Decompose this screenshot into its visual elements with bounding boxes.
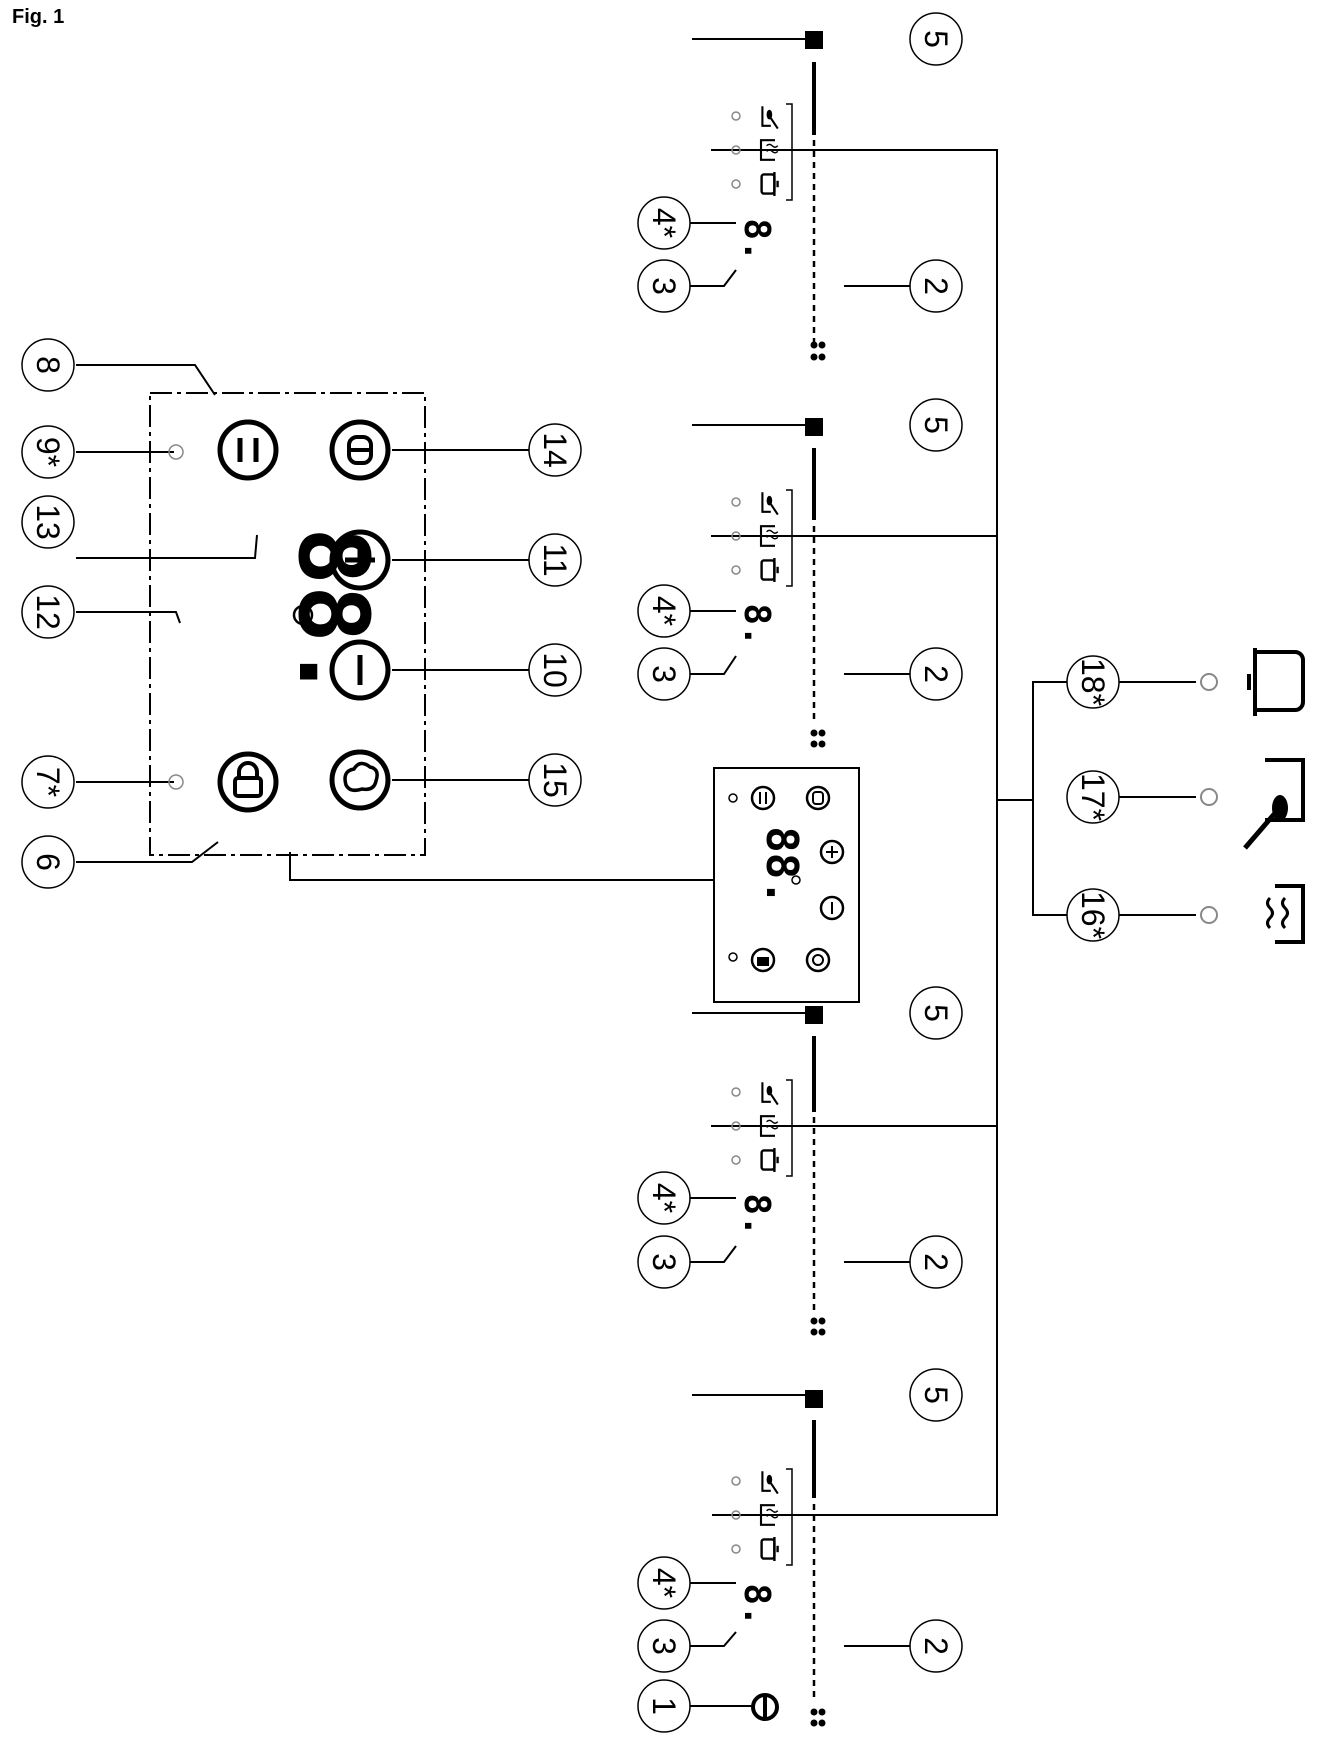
svg-text:10: 10 — [537, 652, 573, 688]
callout-4: 4* — [637, 196, 691, 250]
svg-text:13: 13 — [30, 504, 66, 540]
svg-text:18*: 18* — [1075, 658, 1111, 706]
svg-text:16*: 16* — [1075, 891, 1111, 939]
svg-text:8: 8 — [30, 356, 66, 374]
svg-text:5: 5 — [918, 1004, 954, 1022]
svg-text:7*: 7* — [30, 767, 66, 797]
zone-power-display: 8. — [736, 603, 777, 646]
svg-text:6: 6 — [30, 853, 66, 871]
zone-power-display: 8. — [736, 1193, 777, 1236]
indicator-light-18 — [1200, 673, 1218, 691]
callout-3: 3 — [637, 1235, 691, 1289]
callout-5: 5 — [909, 986, 963, 1040]
simmer-icon — [1243, 758, 1305, 850]
svg-text:2: 2 — [918, 277, 954, 295]
callout-3: 3 — [637, 259, 691, 313]
timer-icon — [292, 604, 314, 626]
callout-5: 5 — [909, 398, 963, 452]
bridge-key[interactable] — [805, 1006, 823, 1024]
plus-button[interactable] — [329, 529, 391, 591]
lock-button[interactable] — [217, 751, 279, 813]
svg-text:11: 11 — [537, 543, 573, 576]
callout-2: 2 — [909, 1619, 963, 1673]
indicator-light-16 — [1200, 906, 1218, 924]
indicator-light-17 — [1200, 788, 1218, 806]
memory-button[interactable] — [329, 419, 391, 481]
callout-2: 2 — [909, 259, 963, 313]
svg-text:1: 1 — [646, 1697, 682, 1715]
callout-15: 15 — [528, 753, 582, 807]
cooking-zone-3: 8. — [731, 1006, 826, 1336]
svg-text:9*: 9* — [30, 437, 66, 467]
callout-10: 10 — [528, 643, 582, 697]
svg-text:15: 15 — [537, 762, 573, 798]
svg-text:4*: 4* — [646, 208, 682, 238]
lock-indicator-light — [168, 774, 184, 790]
svg-text:3: 3 — [646, 1253, 682, 1271]
callout-7: 7* — [21, 755, 75, 809]
callout-16: 16* — [1066, 888, 1120, 942]
svg-text:5: 5 — [918, 416, 954, 434]
callout-2: 2 — [909, 647, 963, 701]
cooking-zone-2: 8. — [731, 418, 826, 748]
callout-9: 9* — [21, 425, 75, 479]
svg-text:5: 5 — [918, 1386, 954, 1404]
power-button[interactable] — [751, 1693, 779, 1721]
callout-4: 4* — [637, 1171, 691, 1225]
svg-text:2: 2 — [918, 1637, 954, 1655]
svg-text:3: 3 — [646, 665, 682, 683]
callout-4: 4* — [637, 1556, 691, 1610]
keep-warm-icon — [1266, 884, 1305, 944]
svg-text:14: 14 — [537, 432, 573, 468]
svg-text:12: 12 — [30, 594, 66, 630]
bridge-key[interactable] — [805, 418, 823, 436]
pot-icon — [1247, 648, 1305, 716]
bridge-key[interactable] — [805, 1390, 823, 1408]
figure-title: Fig. 1 — [12, 6, 65, 28]
callout-17: 17* — [1066, 770, 1120, 824]
callout-lines-zones — [688, 38, 910, 1707]
callout-18: 18* — [1066, 655, 1120, 709]
svg-text:4*: 4* — [646, 1183, 682, 1213]
svg-text:5: 5 — [918, 30, 954, 48]
minus-button[interactable] — [329, 639, 391, 701]
callout-3: 3 — [637, 647, 691, 701]
callout-12: 12 — [21, 585, 75, 639]
callout-6: 6 — [21, 835, 75, 889]
cooking-zone-4: 8. — [731, 1390, 826, 1727]
callout-8: 8 — [21, 338, 75, 392]
connector-lines — [76, 149, 1196, 1516]
svg-text:2: 2 — [918, 665, 954, 683]
timer-panel-detail: 88. — [149, 392, 426, 856]
svg-text:3: 3 — [646, 1637, 682, 1655]
pause-button[interactable] — [217, 419, 279, 481]
callout-3: 3 — [637, 1619, 691, 1673]
pause-indicator-light — [168, 444, 184, 460]
overview-timer-display: 88. — [756, 826, 807, 905]
callout-14: 14 — [528, 423, 582, 477]
svg-text:2: 2 — [918, 1253, 954, 1271]
callout-4: 4* — [637, 584, 691, 638]
svg-text:4*: 4* — [646, 596, 682, 626]
zone-power-display: 8. — [736, 218, 777, 261]
booster-button[interactable] — [329, 749, 391, 811]
callout-5: 5 — [909, 12, 963, 66]
svg-text:3: 3 — [646, 277, 682, 295]
cooking-zone-1: 8. — [731, 31, 826, 361]
callouts: 8 9* 13 12 7* 6 14 11 10 15 4* 3 4* 3 4*… — [21, 12, 1120, 1733]
bridge-key[interactable] — [805, 31, 823, 49]
function-legend — [1200, 648, 1305, 944]
callout-13: 13 — [21, 495, 75, 549]
callout-2: 2 — [909, 1235, 963, 1289]
svg-text:4*: 4* — [646, 1568, 682, 1598]
callout-1: 1 — [637, 1679, 691, 1733]
svg-text:17*: 17* — [1075, 773, 1111, 821]
zone-power-display: 8. — [736, 1583, 777, 1626]
control-panel-overview: 88. — [713, 767, 860, 1003]
callout-11: 11 — [528, 533, 582, 587]
callout-5: 5 — [909, 1368, 963, 1422]
